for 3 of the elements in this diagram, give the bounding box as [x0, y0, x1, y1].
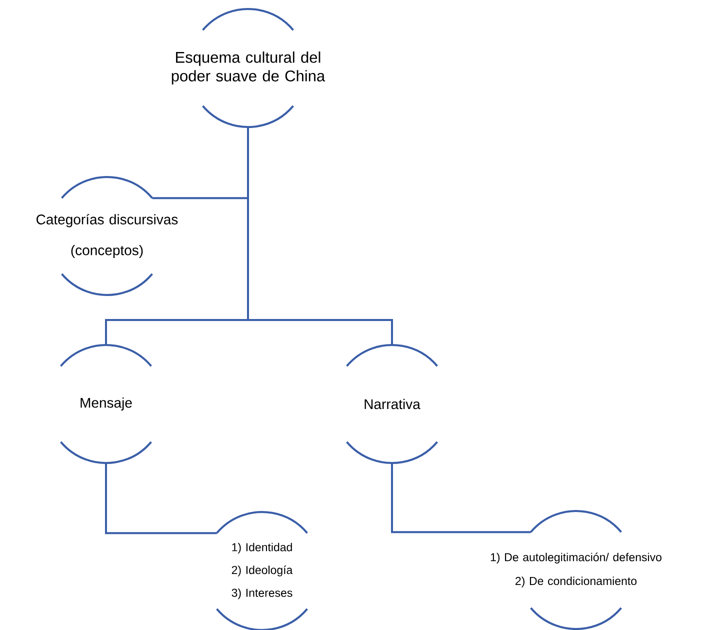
connector-line — [105, 463, 217, 534]
connector-line — [247, 127, 393, 345]
connector-line — [391, 463, 531, 534]
